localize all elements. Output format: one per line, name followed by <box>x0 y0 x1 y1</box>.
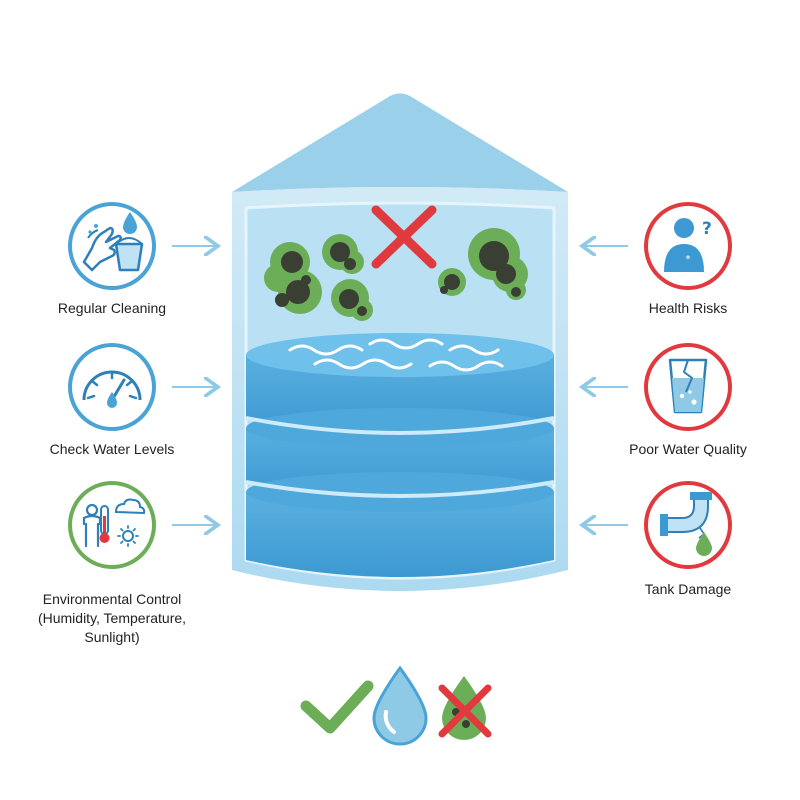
water-layer-top-2 <box>246 408 554 448</box>
mold-cluster-left <box>264 242 322 314</box>
mold-cross-icon <box>371 205 437 269</box>
water-drop-icon <box>372 665 428 746</box>
environmental-control-label: Environmental Control (Humidity, Tempera… <box>12 590 212 647</box>
mold-cluster-right <box>438 228 528 300</box>
water-surface <box>246 333 554 377</box>
gauge-icon <box>68 343 156 431</box>
tank-damage-label: Tank Damage <box>644 581 732 597</box>
contaminated-drop-icon <box>438 676 492 740</box>
check-icon <box>300 680 374 734</box>
health-risks-label: Health Risks <box>648 300 728 316</box>
svg-text:?: ? <box>702 219 712 239</box>
tank-roof <box>232 93 568 192</box>
water-tank <box>232 93 568 591</box>
tank-band-1 <box>245 416 555 435</box>
hand-washing-bucket-icon <box>68 202 156 290</box>
sick-person-question-icon: * ? <box>644 202 732 290</box>
environmental-control-line-3: Sunlight) <box>84 629 140 645</box>
poor-water-quality-label: Poor Water Quality <box>629 441 747 457</box>
mold-cluster-center-left <box>322 234 373 321</box>
check-water-levels-label: Check Water Levels <box>49 441 175 457</box>
environmental-control-line-2: (Humidity, Temperature, <box>37 610 187 626</box>
environmental-control-line-1: Environmental Control <box>42 591 182 607</box>
leaking-pipe-icon <box>644 481 732 569</box>
svg-text:*: * <box>686 254 691 265</box>
thermometer-sun-cloud-icon <box>68 481 156 569</box>
cracked-glass-icon <box>644 343 732 431</box>
arrows <box>172 246 628 525</box>
water-waves <box>288 338 504 372</box>
regular-cleaning-label: Regular Cleaning <box>57 300 167 316</box>
tank-band-2 <box>245 480 555 498</box>
water-layer-top-3 <box>246 472 554 512</box>
